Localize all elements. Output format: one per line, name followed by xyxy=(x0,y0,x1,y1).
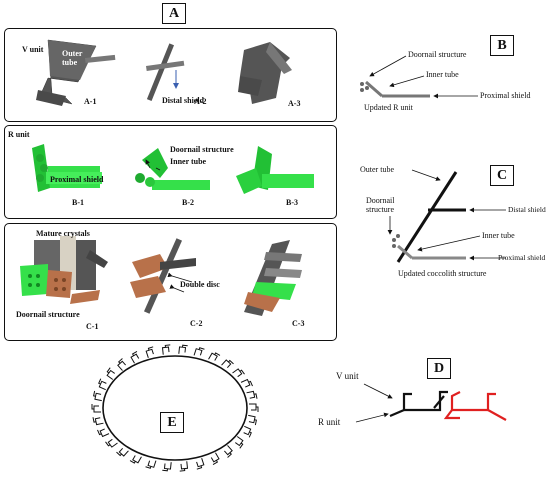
ring-unit xyxy=(248,414,257,426)
ring-unit xyxy=(162,462,172,472)
ring-unit xyxy=(92,417,104,426)
panel-tag-c: C xyxy=(490,165,514,186)
c1-label: C-1 xyxy=(86,322,99,331)
c2-label: C-2 xyxy=(190,319,203,328)
rb-caption: Updated R unit xyxy=(364,103,413,112)
b2-shape xyxy=(135,148,210,190)
panel-tag-b: B xyxy=(490,35,514,56)
c3-shape xyxy=(244,240,302,316)
ring-unit xyxy=(98,378,107,391)
ring-unit xyxy=(91,404,101,413)
ring-unit xyxy=(210,452,220,465)
ring-unit xyxy=(246,390,258,399)
ring-unit xyxy=(208,352,221,361)
ring-unit xyxy=(221,359,234,369)
rc-inner-tube-label: Inner tube xyxy=(482,231,515,240)
ring-unit xyxy=(179,461,189,472)
c-mature-crystals-label: Mature crystals xyxy=(36,229,90,238)
c1-shape xyxy=(20,236,108,304)
panel-tag-e: E xyxy=(160,412,184,433)
d-v-unit-label: V unit xyxy=(336,371,359,381)
a-outer-tube-label: Outer tube xyxy=(62,49,83,67)
panel-d-drawing xyxy=(355,383,507,423)
ring-unit xyxy=(235,436,244,449)
panel-tag-a: A xyxy=(162,3,186,24)
c-doornail-label: Doornail structure xyxy=(16,310,80,319)
a3-label: A-3 xyxy=(288,99,301,108)
a2-label: A-2 xyxy=(194,97,207,106)
a-v-unit-label: V unit xyxy=(22,45,44,54)
rc-outer-tube-label: Outer tube xyxy=(360,165,394,174)
b2-label: B-2 xyxy=(182,198,194,207)
ring-unit xyxy=(224,445,233,458)
panel-e-ring-units xyxy=(91,344,259,472)
c-double-disc-label: Double disc xyxy=(180,280,220,289)
ring-unit xyxy=(243,425,252,438)
ring-unit xyxy=(249,403,259,412)
rc-proximal-shield-label: Proximal shield xyxy=(498,253,546,262)
a1-v-unit-shape xyxy=(36,39,116,106)
b3-label: B-3 xyxy=(286,198,298,207)
rc-doornail-label: Doornail structure xyxy=(366,196,395,215)
b-doornail-label: Doornail structure xyxy=(170,145,234,154)
ring-unit xyxy=(93,390,102,402)
ring-unit xyxy=(129,455,142,464)
ring-unit xyxy=(130,351,140,364)
a1-label: A-1 xyxy=(84,97,97,106)
ring-unit xyxy=(116,447,129,457)
b-r-unit-label: R unit xyxy=(8,130,30,139)
b1-shape xyxy=(32,144,102,192)
ring-unit xyxy=(196,458,205,470)
a-distal-shield-label: Distal shield xyxy=(162,96,205,105)
ring-unit xyxy=(193,347,205,356)
ring-unit xyxy=(145,460,157,469)
b1-label: B-1 xyxy=(72,198,84,207)
c2-shape xyxy=(130,238,196,314)
rb-proximal-shield-label: Proximal shield xyxy=(480,91,531,100)
rb-doornail-label: Doornail structure xyxy=(408,50,467,59)
b-inner-tube-label: Inner tube xyxy=(170,157,207,166)
ring-unit xyxy=(232,368,245,378)
ring-unit xyxy=(178,344,188,354)
ring-unit xyxy=(117,358,126,371)
ring-unit xyxy=(145,346,154,358)
rc-caption: Updated coccolith structure xyxy=(398,269,487,278)
ring-unit xyxy=(97,428,110,438)
updated-coccolith-drawing xyxy=(387,169,506,263)
ring-unit xyxy=(105,438,118,448)
ring-unit xyxy=(106,367,115,380)
ring-unit xyxy=(161,344,171,355)
c3-label: C-3 xyxy=(292,319,305,328)
panel-e-ring xyxy=(102,355,248,461)
ring-unit xyxy=(240,378,253,388)
rc-distal-shield-label: Distal shield xyxy=(508,205,546,214)
rb-inner-tube-label: Inner tube xyxy=(426,70,459,79)
updated-r-unit-drawing xyxy=(360,55,478,99)
b-proximal-shield-label: Proximal shield xyxy=(50,175,104,184)
a2-shape xyxy=(145,43,185,101)
panel-tag-d: D xyxy=(427,358,451,379)
b3-shape xyxy=(236,146,314,194)
d-r-unit-label: R unit xyxy=(318,417,341,427)
a3-shape xyxy=(238,42,292,104)
